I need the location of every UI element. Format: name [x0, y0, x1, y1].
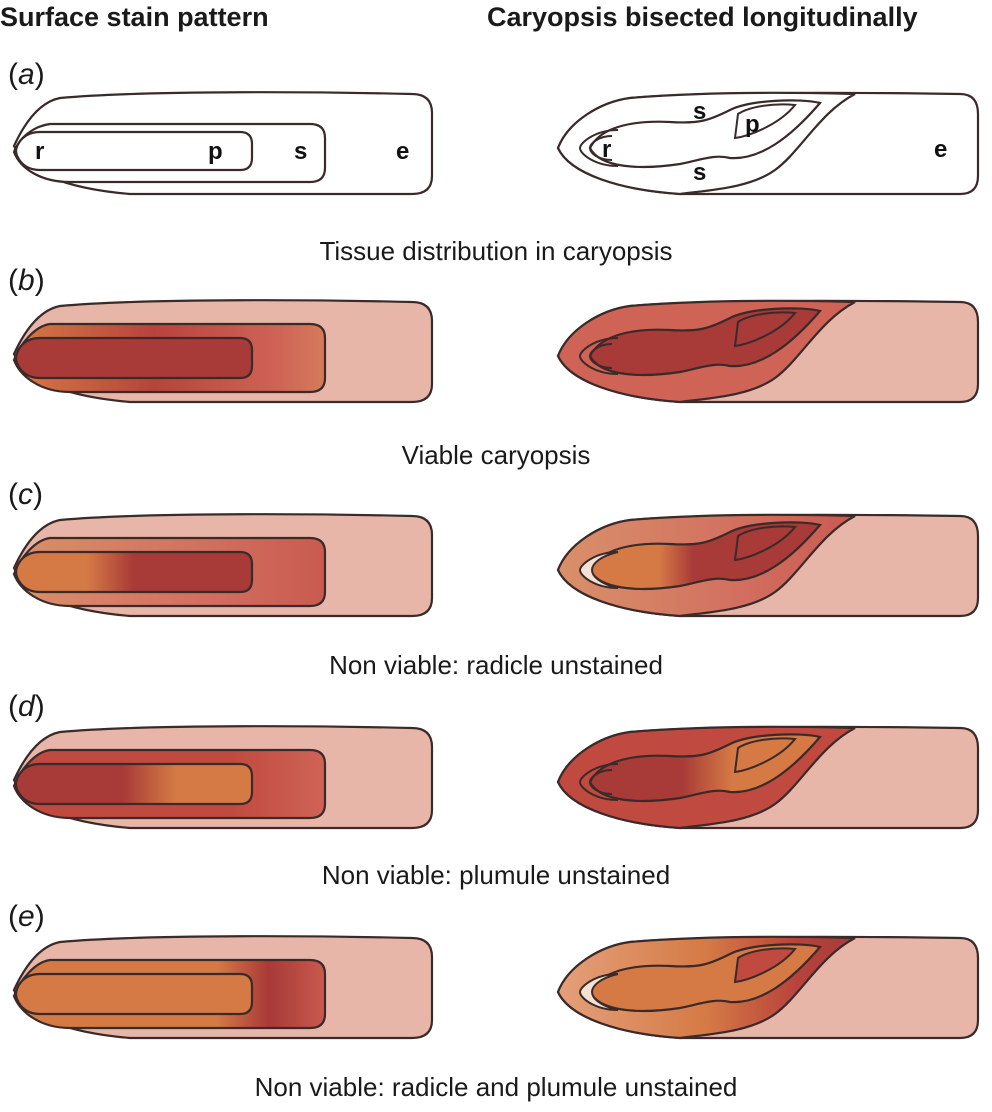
label-endosperm: e	[934, 136, 947, 163]
bisected-grain-e	[556, 935, 980, 1040]
label-scutellum: s	[294, 138, 307, 165]
panel-letter-d: (d)	[8, 690, 45, 723]
bisected-grain-d	[556, 725, 980, 830]
label-plumule: p	[745, 111, 760, 138]
bisected-grain-b	[556, 299, 980, 404]
surface-grain-d	[12, 725, 434, 830]
surface-grain-c	[12, 513, 434, 618]
caption-c: Non viable: radicle unstained	[329, 650, 663, 680]
bisected-grain-c	[556, 513, 980, 618]
caption-a: Tissue distribution in caryopsis	[319, 236, 673, 266]
label-radicle: r	[602, 136, 611, 163]
plumule-outline	[733, 103, 797, 140]
embryo-axis-outline	[14, 130, 254, 172]
label-scutellum-upper: s	[693, 98, 706, 125]
caption-b: Viable caryopsis	[401, 440, 591, 470]
label-plumule: p	[208, 138, 223, 165]
surface-grain-e	[12, 935, 434, 1040]
bisected-grain-a: r p s s e	[556, 91, 980, 196]
panel-letter-e: (e)	[8, 900, 45, 933]
radicle-arc-inner	[588, 135, 613, 161]
panel-letter-b: (b)	[8, 264, 45, 297]
panel-letter-a: (a)	[8, 58, 45, 91]
panel-letter-c: (c)	[8, 478, 43, 511]
caption-d: Non viable: plumule unstained	[321, 860, 671, 890]
header-caryopsis-bisected: Caryopsis bisected longitudinally	[487, 2, 918, 32]
radicle-arc-outer	[578, 129, 619, 167]
caption-e: Non viable: radicle and plumule unstaine…	[254, 1072, 738, 1102]
label-endosperm: e	[396, 138, 409, 165]
surface-grain-b	[12, 299, 434, 404]
header-surface-stain-pattern: Surface stain pattern	[0, 2, 269, 32]
surface-grain-a: r p s e	[12, 91, 434, 196]
label-scutellum-lower: s	[693, 159, 706, 186]
label-radicle: r	[35, 138, 44, 165]
